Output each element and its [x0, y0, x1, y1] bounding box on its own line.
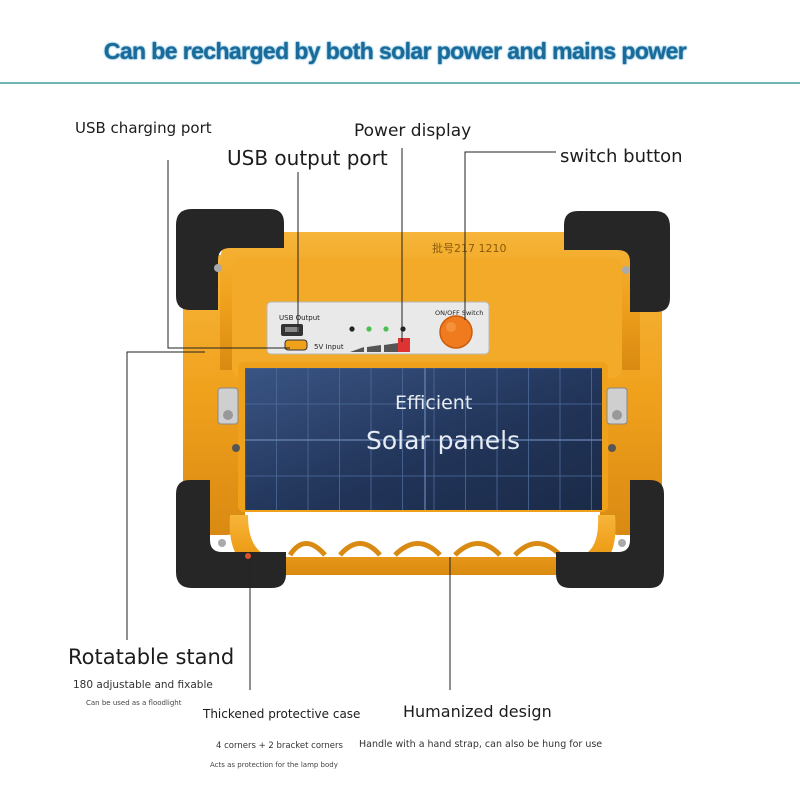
- switch-leader: [464, 151, 556, 320]
- corner-bumpers: [176, 209, 670, 588]
- rotatable-stand-note: Can be used as a floodlight: [86, 699, 182, 707]
- callout-lines: [126, 148, 556, 690]
- humanized-design-title: Humanized design: [403, 702, 552, 721]
- input-marking: 5V Input: [314, 343, 344, 351]
- usb-charging-leader: [167, 160, 290, 349]
- protective-case-title: Thickened protective case: [203, 707, 361, 721]
- protective-case-subtitle: 4 corners + 2 bracket corners: [216, 741, 343, 751]
- rotatable-stand-subtitle: 180 adjustable and fixable: [73, 679, 213, 691]
- batch-number-marking: 批号217 1210: [432, 241, 507, 255]
- usb-output-marking: USB Output: [279, 314, 320, 322]
- handle: [229, 515, 616, 575]
- rotatable-stand-leader: [126, 351, 205, 640]
- hinge-screws: [217, 387, 628, 452]
- power-display-label: Power display: [354, 121, 472, 141]
- power-level-bars: [350, 338, 410, 352]
- usb-charging-port-icon: [284, 339, 308, 351]
- control-panel: USB Output 5V Input ON/OFF Switch: [266, 301, 490, 355]
- headline: Can be recharged by both solar power and…: [103, 38, 687, 64]
- humanized-design-subtitle: Handle with a hand strap, can also be hu…: [359, 739, 603, 750]
- usb-charging-port-label: USB charging port: [75, 119, 212, 137]
- solar-panel: [238, 362, 608, 512]
- switch-marking: ON/OFF Switch: [435, 309, 483, 317]
- usb-output-port-label: USB output port: [227, 146, 388, 170]
- switch-button-label: switch button: [560, 146, 683, 167]
- divider-line: [0, 82, 800, 84]
- rotatable-stand-title: Rotatable stand: [68, 645, 235, 669]
- panel-text-solar-panels: Solar panels: [366, 426, 521, 455]
- power-switch-button[interactable]: [439, 315, 473, 349]
- panel-text-efficient: Efficient: [395, 392, 473, 414]
- protective-case-note: Acts as protection for the lamp body: [210, 761, 338, 769]
